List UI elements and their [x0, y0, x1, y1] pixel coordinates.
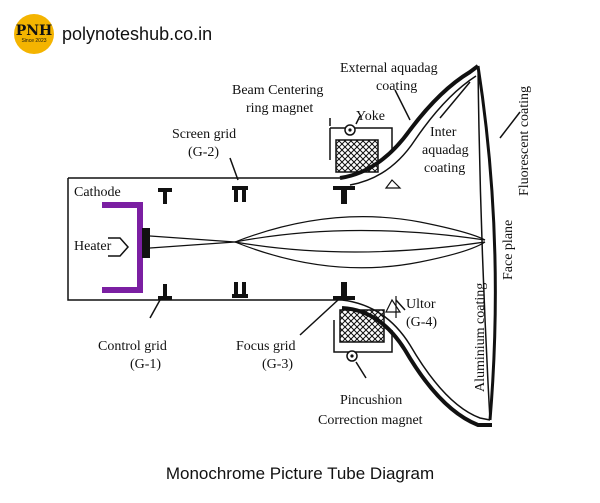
label-control-grid-2: (G-1) — [130, 357, 161, 372]
tube-neck — [67, 177, 342, 301]
cathode — [102, 202, 150, 293]
label-yoke: Yoke — [356, 109, 385, 124]
label-inter-aquadag-2: aquadag — [422, 143, 469, 158]
label-aluminium-coating: Aluminium coating — [473, 283, 488, 392]
brand[interactable]: PNH Since 2023 polynoteshub.co.in — [14, 14, 212, 54]
logo-subtext: Since 2023 — [21, 38, 47, 44]
label-beam-centering-1: Beam Centering — [232, 83, 323, 98]
label-cathode: Cathode — [74, 185, 121, 200]
electron-beam — [149, 216, 486, 269]
label-beam-centering-2: ring magnet — [246, 101, 313, 116]
label-external-aquadag-1: External aquadag — [340, 61, 438, 76]
logo-text: PNH — [15, 23, 53, 39]
label-inter-aquadag-1: Inter — [430, 125, 457, 140]
label-face-plane: Face plane — [501, 220, 516, 280]
label-focus-grid-1: Focus grid — [236, 339, 296, 354]
yoke-top — [329, 124, 402, 189]
label-screen-grid-1: Screen grid — [172, 127, 236, 142]
yoke-bottom — [333, 296, 402, 362]
diagram-caption: Monochrome Picture Tube Diagram — [165, 464, 435, 483]
face-plate — [476, 65, 497, 421]
label-focus-grid-2: (G-3) — [262, 357, 293, 372]
logo: PNH Since 2023 — [14, 14, 54, 54]
label-external-aquadag-2: coating — [376, 79, 417, 94]
label-pincushion-1: Pincushion — [340, 393, 402, 408]
leader-lines — [149, 81, 521, 379]
label-screen-grid-2: (G-2) — [188, 145, 219, 160]
site-name: polynoteshub.co.in — [62, 23, 213, 44]
label-ultor-1: Ultor — [406, 297, 436, 312]
label-heater: Heater — [74, 239, 112, 254]
label-ultor-2: (G-4) — [406, 315, 437, 330]
label-inter-aquadag-3: coating — [424, 161, 465, 176]
grid-electrodes — [158, 186, 355, 300]
label-pincushion-2: Correction magnet — [318, 413, 423, 428]
label-control-grid-1: Control grid — [98, 339, 167, 354]
label-fluorescent-coating: Fluorescent coating — [517, 86, 532, 196]
